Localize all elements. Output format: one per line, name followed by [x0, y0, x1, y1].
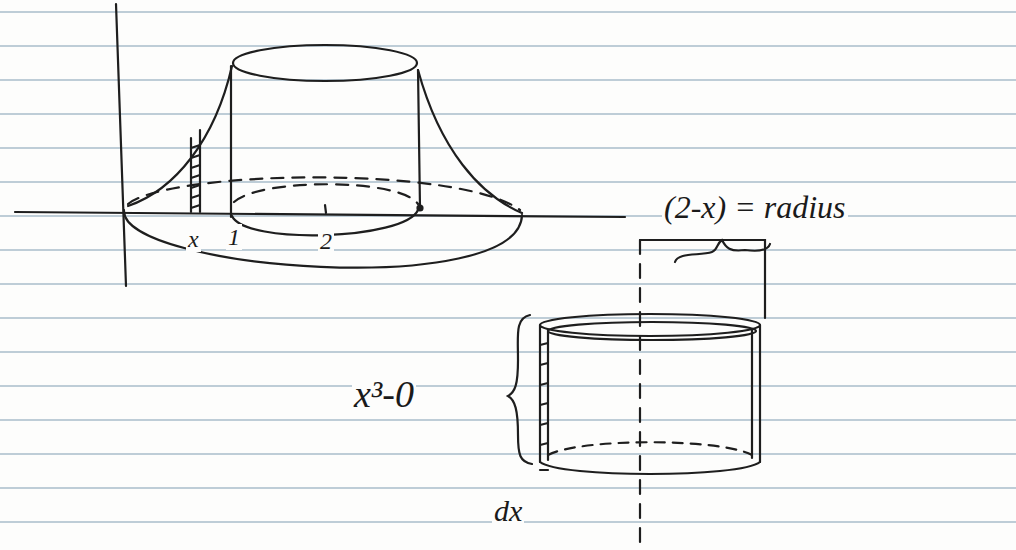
solid-of-revolution — [15, 4, 625, 286]
tick-label: 1 — [226, 224, 242, 250]
variable-label: x — [186, 226, 201, 252]
shell-cylinder — [508, 240, 770, 550]
height-label: x³-0 — [352, 374, 416, 416]
tick-label: 2 — [318, 228, 334, 254]
thickness-label: dx — [492, 494, 524, 527]
ruled-lines — [0, 12, 1016, 522]
radius-label: (2-x) = radius — [662, 190, 848, 225]
